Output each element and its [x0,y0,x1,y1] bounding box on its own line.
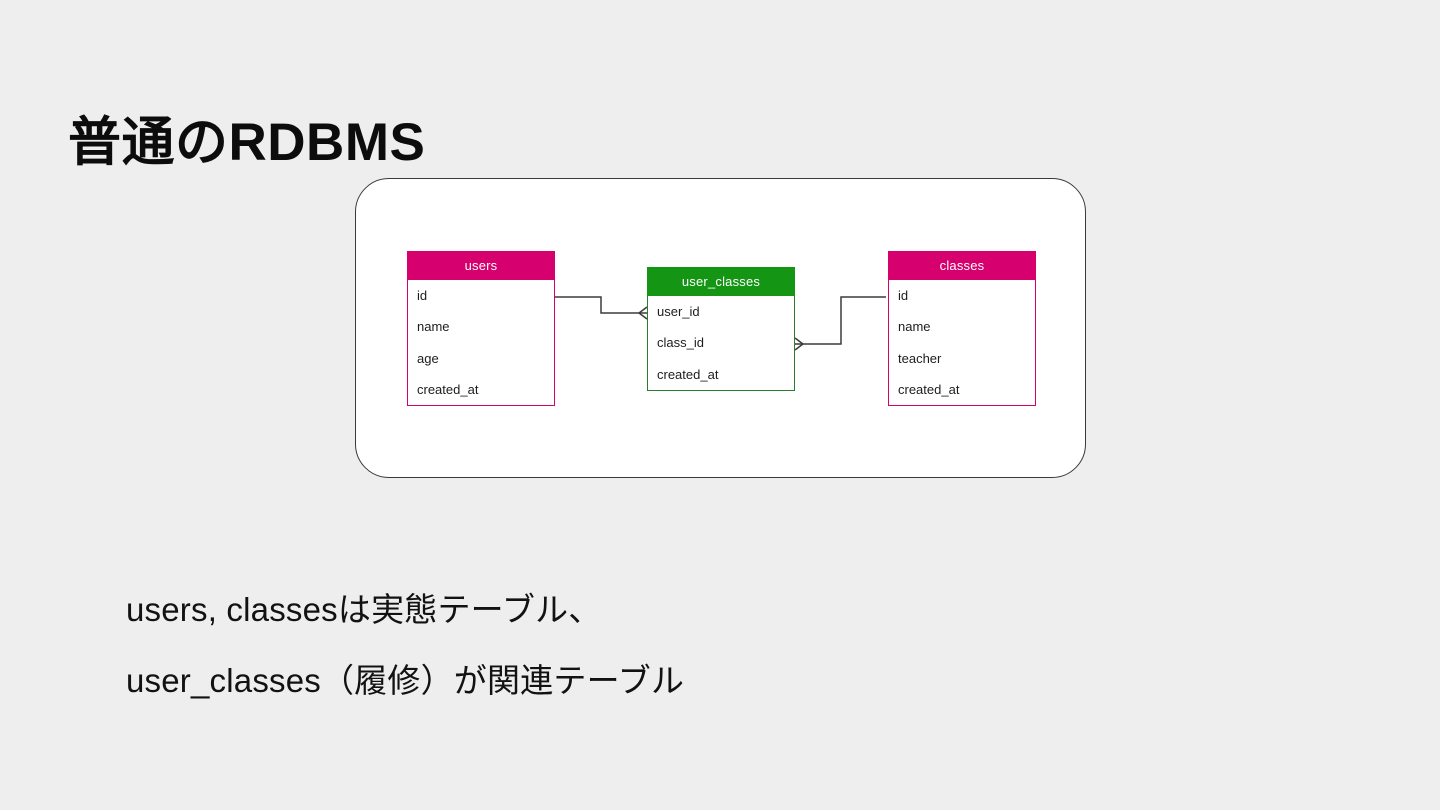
er-table-users-title: users [407,251,555,280]
body-line-2: user_classes（履修）が関連テーブル [126,662,685,699]
er-table-users[interactable]: users id name age created_at [407,251,555,407]
er-column: teacher [898,350,942,366]
relation-users-user_classes [555,296,648,320]
er-column: name [898,319,931,335]
er-column: created_at [417,381,479,397]
er-diagram-canvas: users id name age created_at user_classe… [356,179,1087,479]
body-line-1: users, classesは実態テーブル、 [126,591,602,628]
page-title: 普通のRDBMS [68,112,426,172]
er-column: id [898,288,909,303]
er-column: user_id [657,304,700,319]
er-column: id [417,288,428,303]
er-table-user-classes-title: user_classes [647,267,795,296]
er-table-classes-title: classes [888,251,1036,280]
er-column: name [417,319,450,335]
er-table-user-classes-columns: user_id class_id created_at [647,296,795,391]
relation-user_classes-classes [794,296,886,351]
er-table-users-columns: id name age created_at [407,280,555,407]
er-table-classes[interactable]: classes id name teacher created_at [888,251,1036,407]
er-column: age [417,350,439,366]
er-diagram-frame: users id name age created_at user_classe… [355,178,1086,478]
er-column: created_at [898,381,960,397]
er-table-classes-columns: id name teacher created_at [888,280,1036,407]
er-column: class_id [657,335,704,351]
er-column: created_at [657,366,719,382]
er-table-user-classes[interactable]: user_classes user_id class_id created_at [647,267,795,391]
